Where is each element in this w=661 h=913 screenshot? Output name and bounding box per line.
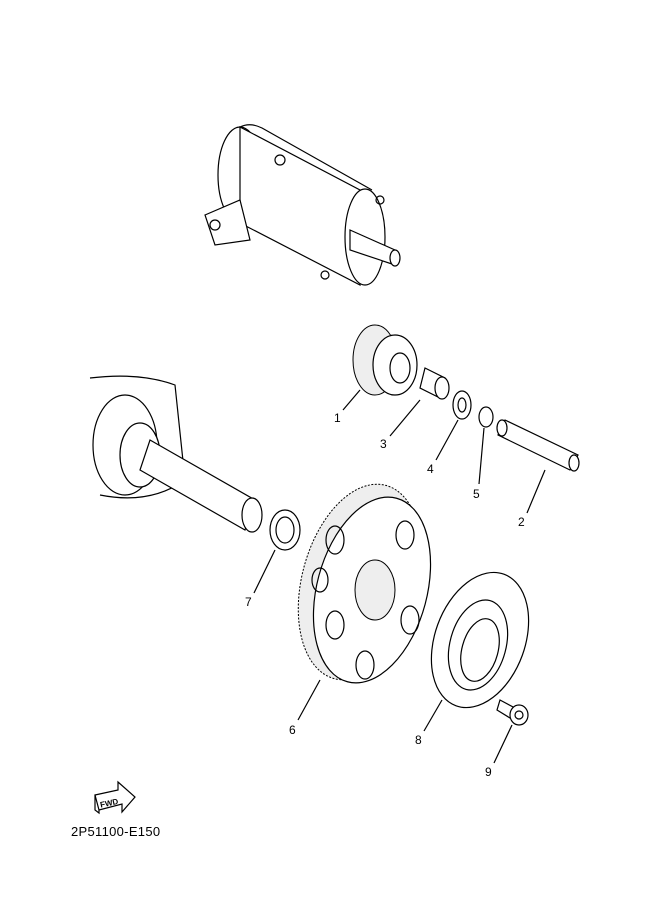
part-1-starter-idle-gear bbox=[352, 324, 418, 396]
leader-line-6 bbox=[297, 679, 321, 721]
part-6-starter-wheel-gear bbox=[297, 483, 432, 684]
part-2-shaft bbox=[496, 419, 580, 472]
callout-3: 3 bbox=[380, 437, 387, 451]
callout-4: 4 bbox=[427, 462, 434, 476]
leader-line-9 bbox=[493, 724, 513, 764]
leader-line-4 bbox=[435, 419, 459, 461]
part-3-bearing bbox=[419, 367, 450, 400]
callout-9: 9 bbox=[485, 765, 492, 779]
callout-2: 2 bbox=[518, 515, 525, 529]
callout-5: 5 bbox=[473, 487, 480, 501]
leader-line-2 bbox=[526, 469, 546, 514]
part-7-washer bbox=[269, 509, 301, 551]
leader-line-7 bbox=[253, 549, 276, 594]
diagram-code: 2P51100-E150 bbox=[71, 824, 161, 839]
callout-6: 6 bbox=[289, 723, 296, 737]
part-4-washer bbox=[452, 390, 472, 420]
starter-motor bbox=[204, 124, 401, 286]
callout-7: 7 bbox=[245, 595, 252, 609]
crankshaft bbox=[89, 375, 263, 533]
leader-line-5 bbox=[478, 427, 485, 485]
part-7-washer-hole bbox=[275, 516, 295, 544]
part-5-circlip bbox=[478, 406, 494, 428]
fwd-arrow-icon: FWD bbox=[94, 780, 136, 815]
part-8-one-way-clutch bbox=[430, 571, 530, 709]
leader-line-3 bbox=[389, 399, 421, 437]
leader-line-1 bbox=[342, 389, 361, 411]
callout-8: 8 bbox=[415, 733, 422, 747]
part-4-washer-hole bbox=[457, 397, 467, 413]
leader-lines bbox=[253, 389, 546, 764]
leader-line-8 bbox=[423, 699, 443, 732]
fwd-icon-text: FWD bbox=[99, 797, 119, 810]
part-9-bolt bbox=[496, 699, 529, 726]
callout-1: 1 bbox=[334, 411, 341, 425]
